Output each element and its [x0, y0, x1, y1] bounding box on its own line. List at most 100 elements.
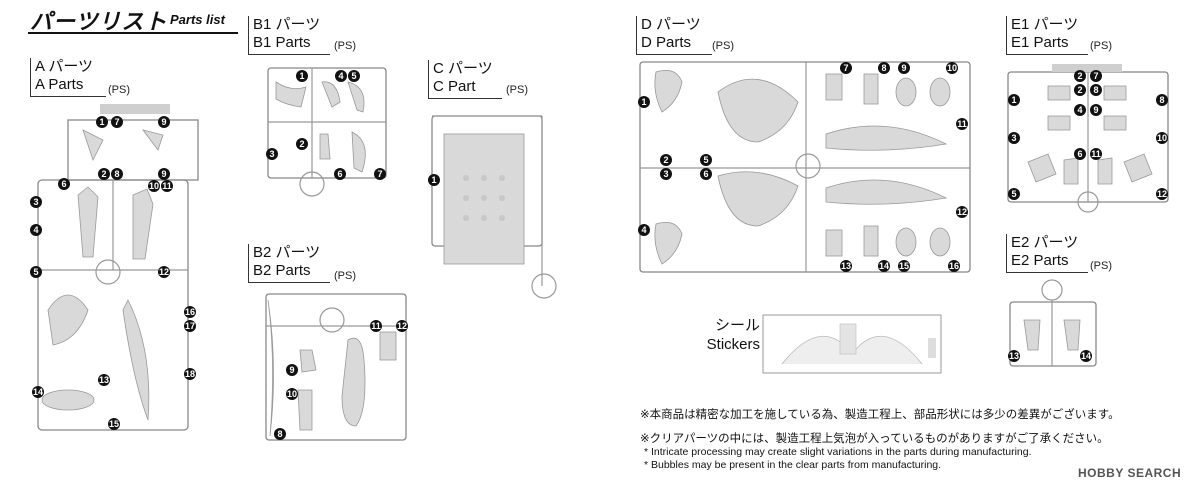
note-jp-2: ※クリアパーツの中には、製造工程上気泡が入っているものがありますがご了承ください…: [640, 431, 1109, 445]
svg-text:11: 11: [1091, 149, 1101, 159]
svg-text:9: 9: [289, 365, 294, 375]
label-e2-en: E2 Parts: [1011, 252, 1069, 269]
svg-text:11: 11: [162, 181, 172, 191]
label-a-jp: A パーツ: [35, 58, 94, 75]
a-num-11: 11: [161, 180, 173, 192]
b2-parts-runner: [265, 293, 407, 441]
svg-text:14: 14: [879, 261, 889, 271]
svg-text:4: 4: [338, 71, 343, 81]
watermark: HOBBY SEARCH: [1078, 466, 1182, 480]
page-subtitle: Parts list: [170, 12, 225, 27]
d-num-1: 1: [638, 96, 650, 108]
e1-num-10: 10: [1156, 132, 1168, 144]
svg-text:6: 6: [61, 179, 66, 189]
svg-text:3: 3: [33, 197, 38, 207]
svg-text:15: 15: [109, 419, 119, 429]
svg-text:5: 5: [33, 267, 38, 277]
svg-text:5: 5: [351, 71, 356, 81]
svg-text:14: 14: [33, 387, 43, 397]
svg-text:7: 7: [843, 63, 848, 73]
svg-text:4: 4: [1077, 105, 1082, 115]
svg-text:9: 9: [1093, 105, 1098, 115]
sticker-sheet: [762, 314, 942, 374]
a-num-9a: 9: [158, 116, 170, 128]
d-num-16: 16: [948, 260, 960, 272]
b2-part-numbers: 11 12 9 10 8: [274, 320, 408, 440]
a-num-5: 5: [30, 266, 42, 278]
svg-text:15: 15: [899, 261, 909, 271]
label-e2-jp: E2 パーツ: [1011, 234, 1079, 251]
note-en-1: * Intricate processing may create slight…: [644, 446, 1032, 458]
d-num-2: 2: [660, 154, 672, 166]
label-b1-parts: B1 パーツ B1 Parts: [248, 16, 330, 55]
svg-text:1: 1: [431, 175, 436, 185]
b2-num-12: 12: [396, 320, 408, 332]
a-part-numbers: 1 7 9 2 8 9 6 10 11 3 4 5 12 16 17 18 13…: [30, 116, 196, 430]
svg-text:16: 16: [185, 307, 195, 317]
svg-text:1: 1: [299, 71, 304, 81]
b1-num-2: 2: [296, 138, 308, 150]
a-num-1: 1: [96, 116, 108, 128]
svg-text:12: 12: [1157, 189, 1167, 199]
e1-num-9: 9: [1090, 104, 1102, 116]
d-num-13: 13: [840, 260, 852, 272]
svg-text:10: 10: [287, 389, 297, 399]
a-num-18: 18: [184, 368, 196, 380]
c-num-1: 1: [428, 174, 440, 186]
svg-text:18: 18: [185, 369, 195, 379]
a-num-10: 10: [148, 180, 160, 192]
svg-text:3: 3: [269, 149, 274, 159]
label-d-jp: D パーツ: [641, 16, 701, 33]
svg-text:6: 6: [703, 169, 708, 179]
b1-num-1: 1: [296, 70, 308, 82]
a-num-4: 4: [30, 224, 42, 236]
b1-num-7: 7: [374, 168, 386, 180]
note-jp-1: ※本商品は精密な加工を施している為、製造工程上、部品形状には多少の差異がございま…: [640, 407, 1120, 421]
e2-num-14: 14: [1080, 350, 1092, 362]
d-num-10: 10: [946, 62, 958, 74]
e1-num-11: 11: [1090, 148, 1102, 160]
c-part-runner: [431, 115, 557, 299]
svg-text:11: 11: [957, 119, 967, 129]
label-a-en: A Parts: [35, 76, 84, 93]
label-b2-en: B2 Parts: [253, 262, 311, 279]
d-parts-runner: [639, 61, 971, 273]
label-e1-jp: E1 パーツ: [1011, 16, 1079, 33]
svg-text:7: 7: [114, 117, 119, 127]
svg-text:1: 1: [1011, 95, 1016, 105]
svg-text:7: 7: [1093, 71, 1098, 81]
e1-parts-runner: [1007, 64, 1169, 213]
svg-text:9: 9: [901, 63, 906, 73]
a-num-14: 14: [32, 386, 44, 398]
label-d-en: D Parts: [641, 34, 692, 51]
page-title: パーツリスト: [30, 10, 168, 35]
e1-num-2a: 2: [1074, 70, 1086, 82]
svg-text:4: 4: [641, 225, 646, 235]
e1-num-5: 5: [1008, 188, 1020, 200]
svg-text:16: 16: [949, 261, 959, 271]
d-num-7: 7: [840, 62, 852, 74]
a-num-3: 3: [30, 196, 42, 208]
svg-text:8: 8: [1093, 85, 1098, 95]
label-e1-parts: E1 パーツ E1 Parts: [1006, 16, 1088, 55]
e1-num-12: 12: [1156, 188, 1168, 200]
svg-text:10: 10: [149, 181, 159, 191]
title-underline: [28, 32, 238, 34]
svg-text:14: 14: [1081, 351, 1091, 361]
d-num-8: 8: [878, 62, 890, 74]
svg-text:3: 3: [1011, 133, 1016, 143]
svg-text:8: 8: [881, 63, 886, 73]
svg-text:9: 9: [161, 117, 166, 127]
e1-num-8a: 8: [1090, 84, 1102, 96]
e1-num-6: 6: [1074, 148, 1086, 160]
a-num-6: 6: [58, 178, 70, 190]
svg-text:8: 8: [114, 169, 119, 179]
stickers-label-en: Stickers: [706, 336, 760, 353]
label-a-ps: (PS): [108, 84, 130, 96]
label-a-parts: A パーツ A Parts: [30, 58, 106, 97]
svg-text:8: 8: [1159, 95, 1164, 105]
svg-text:13: 13: [99, 375, 109, 385]
svg-text:12: 12: [957, 207, 967, 217]
stickers-label-jp: シール: [714, 317, 760, 334]
a-num-9b: 9: [158, 168, 170, 180]
